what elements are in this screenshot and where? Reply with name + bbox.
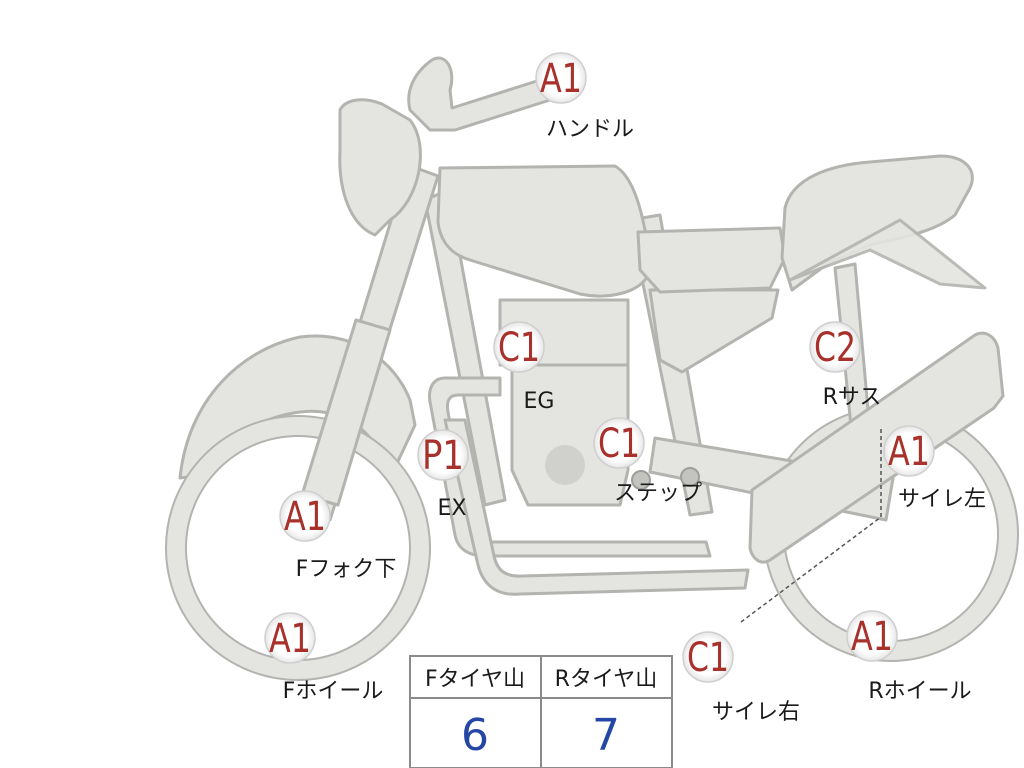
- part-label: EG: [524, 389, 555, 414]
- front-tire-value: 6: [461, 710, 489, 761]
- seat-front: [636, 226, 787, 294]
- grade-badge: [809, 321, 861, 373]
- grade-badge: [417, 429, 469, 481]
- silencer-leader-line: [740, 429, 882, 623]
- inspection-point-muffler-right: C1 サイレ右: [682, 631, 800, 725]
- grade-code: A1: [888, 429, 930, 475]
- inspection-point-handle: A1 ハンドル: [535, 52, 634, 142]
- grade-badge: [279, 490, 331, 542]
- grade-badge: [593, 417, 645, 469]
- inspection-point-step: C1 ステップ: [593, 417, 702, 506]
- muffler: [748, 331, 1005, 564]
- grade-code: P1: [422, 433, 464, 479]
- part-label: Rサス: [823, 385, 882, 410]
- grade-badge: [264, 612, 316, 664]
- headlight: [338, 98, 422, 237]
- rear-tire-header: Rタイヤ山: [555, 667, 658, 692]
- grade-code: C1: [598, 421, 640, 467]
- part-label: サイレ右: [712, 700, 800, 725]
- grade-code: A1: [269, 616, 311, 662]
- exhaust-pipe-upper: [428, 376, 712, 558]
- tire-table: Fタイヤ山 Rタイヤ山 6 7: [409, 655, 673, 768]
- grade-code: C2: [814, 325, 856, 371]
- inspection-badges: A1ハンドルC1EGP1EXC1ステップA1Fフォク下A1FホイールC2RサスA…: [264, 52, 986, 725]
- part-label: ハンドル: [546, 117, 634, 142]
- front-tire-header: Fタイヤ山: [425, 667, 525, 692]
- part-label: サイレ左: [898, 487, 986, 512]
- part-label: Fフォク下: [296, 557, 397, 582]
- motorcycle-silhouette: [165, 56, 1019, 681]
- inspection-point-muffler-left: A1 サイレ左: [883, 425, 986, 512]
- rear-tire-value: 7: [592, 710, 620, 761]
- grade-code: C1: [687, 635, 729, 681]
- grade-badge: [883, 425, 935, 477]
- grade-badge: [846, 610, 898, 662]
- side-cover: [648, 288, 780, 374]
- fuel-tank: [436, 164, 650, 298]
- handlebar: [407, 56, 552, 132]
- part-label: Rホイール: [868, 679, 971, 704]
- exhaust-pipe-lower: [443, 418, 750, 596]
- part-label: EX: [438, 496, 467, 521]
- part-label: Fホイール: [283, 679, 384, 704]
- grade-badge: [535, 52, 587, 104]
- grade-code: A1: [284, 494, 326, 540]
- grade-code: A1: [540, 56, 582, 102]
- part-label: ステップ: [614, 481, 702, 506]
- grade-badge: [682, 631, 734, 683]
- grade-code: C1: [498, 325, 540, 371]
- grade-badge: [493, 321, 545, 373]
- grade-code: A1: [851, 614, 893, 660]
